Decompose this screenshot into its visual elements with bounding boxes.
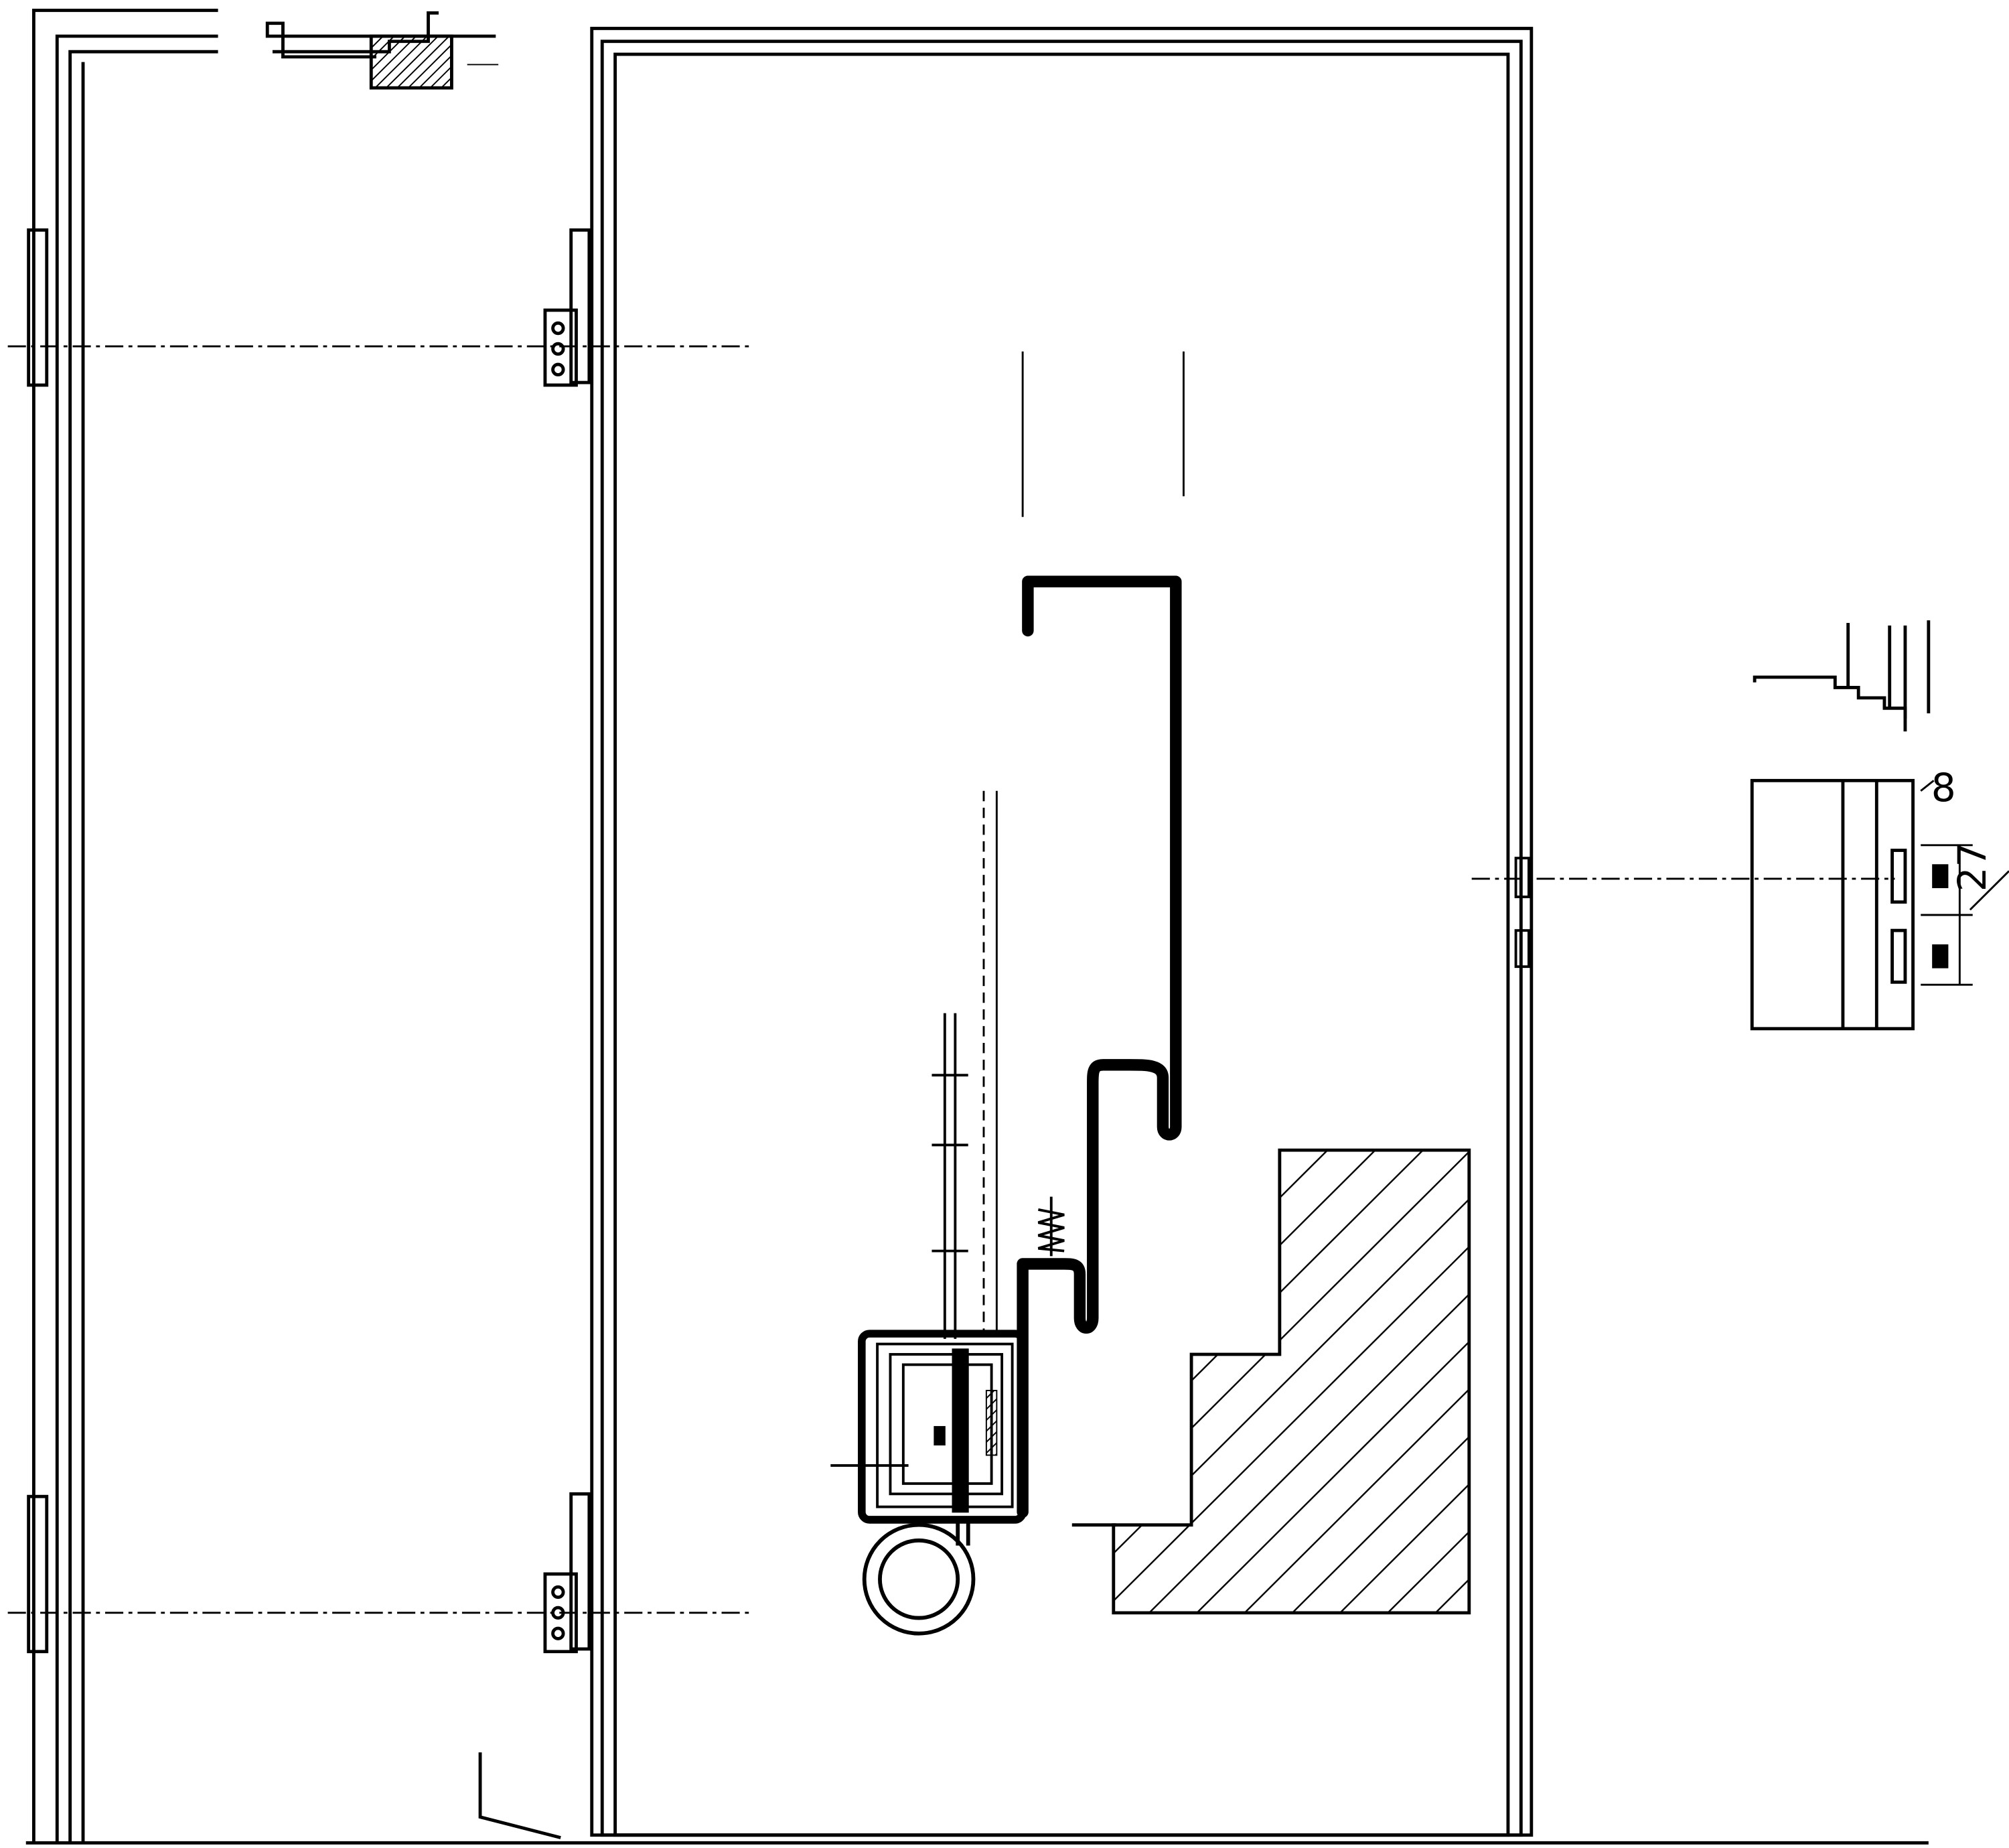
hinge-bottom <box>543 1492 591 1654</box>
floor-line <box>25 1752 1929 1845</box>
lock-plate <box>1750 778 1949 1031</box>
lock-side-profile <box>1753 620 1931 732</box>
door-leaf <box>590 27 1534 1837</box>
left-frame <box>27 9 218 1843</box>
dimension-label-27: 27 <box>1949 843 1995 892</box>
lock-dimensions <box>1920 780 2009 986</box>
frame-section-guides <box>982 351 1185 1332</box>
round-seal <box>862 1519 976 1636</box>
sealing-strip <box>932 1013 968 1339</box>
hinge-top <box>543 228 591 387</box>
hinge-center-lines <box>7 345 751 1614</box>
latch-edge <box>1514 857 1530 969</box>
gasket-block <box>830 1330 1027 1524</box>
dimension-label-8: 8 <box>1931 765 1956 810</box>
wall-section-hatched <box>1112 1148 1471 1615</box>
steel-frame-profile <box>1017 575 1182 1518</box>
anchor-screw <box>1037 1196 1065 1257</box>
top-profile-detail <box>265 11 499 90</box>
